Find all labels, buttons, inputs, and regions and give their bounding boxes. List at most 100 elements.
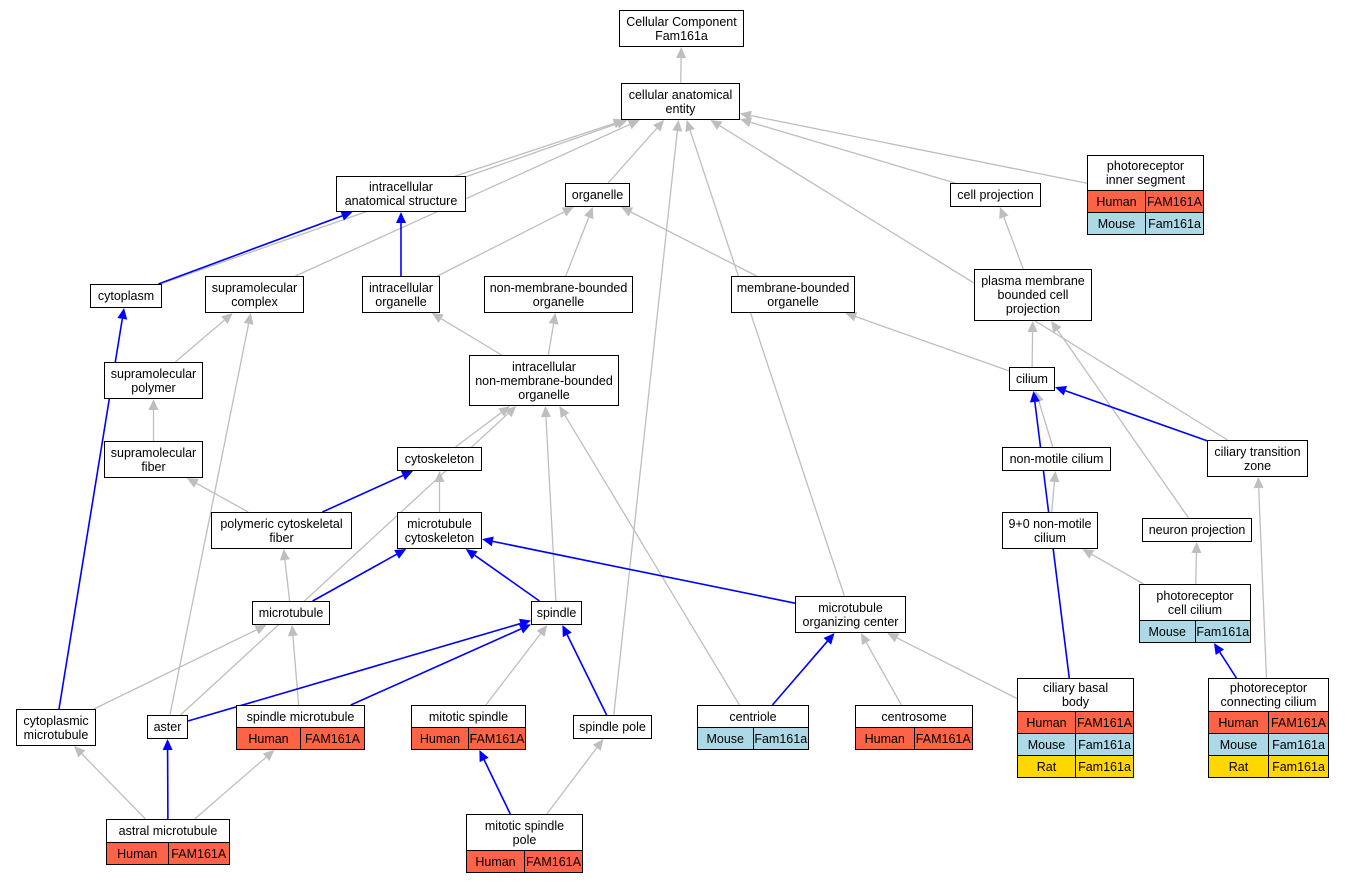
arrowhead-pcf-to-cytoskeleton bbox=[400, 470, 413, 481]
gene-cell: FAM161A bbox=[167, 843, 229, 864]
node-aster[interactable]: aster bbox=[147, 715, 188, 739]
node-intracellular-non-membrane-bounded-organelle[interactable]: intracellular non-membrane-bounded organ… bbox=[469, 355, 619, 406]
node-spindle-pole[interactable]: spindle pole bbox=[573, 715, 652, 739]
arrowhead-microtubule-to-mtcs bbox=[394, 549, 407, 559]
node-label: intracellular anatomical structure bbox=[344, 180, 458, 208]
species-cell: Mouse bbox=[698, 728, 753, 749]
node-label: polymeric cytoskeletal fiber bbox=[220, 516, 343, 545]
node-ciliary-transition-zone[interactable]: ciliary transition zone bbox=[1207, 440, 1308, 477]
species-cell: Human bbox=[1088, 191, 1145, 212]
node-organelle[interactable]: organelle bbox=[565, 183, 630, 207]
edge-is-a-spindle_pole-to-cae bbox=[613, 130, 678, 716]
arrowhead-pcf-to-supra_fiber bbox=[186, 478, 199, 488]
node-plasma-membrane-bounded-cell-projection[interactable]: plasma membrane bounded cell projection bbox=[974, 269, 1092, 321]
node-spindle[interactable]: spindle bbox=[531, 601, 582, 625]
node-microtubule[interactable]: microtubule bbox=[252, 601, 330, 625]
node-label: cell projection bbox=[957, 188, 1034, 202]
arrowhead-pcc-to-neuron_proj bbox=[1191, 542, 1202, 554]
edge-part-of-pcc2-to-pcc bbox=[1219, 651, 1238, 679]
node-microtubule-organizing-center[interactable]: microtubule organizing center bbox=[795, 596, 906, 633]
species-cell: Human bbox=[237, 728, 300, 749]
node-non-motile-cilium[interactable]: non-motile cilium bbox=[1002, 447, 1111, 471]
node-cytoskeleton[interactable]: cytoskeleton bbox=[397, 447, 482, 471]
gene-cell: Fam161a bbox=[1145, 213, 1203, 234]
edge-part-of-microtubule-to-mtcs bbox=[312, 553, 397, 602]
arrowhead-cbb-to-mtoc bbox=[887, 633, 900, 643]
node-membrane-bounded-organelle[interactable]: membrane-bounded organelle bbox=[731, 276, 855, 313]
edge-is-a-mbo-to-organelle bbox=[630, 211, 757, 277]
node-label: mitotic spindle pole bbox=[484, 818, 565, 847]
edge-part-of-spindle_mt-to-spindle bbox=[350, 628, 522, 706]
species-cell: Human bbox=[412, 728, 468, 749]
node-label: spindle microtubule bbox=[246, 709, 355, 724]
node-cytoplasm[interactable]: cytoplasm bbox=[90, 284, 162, 308]
node-label: Cellular Component Fam161a bbox=[626, 14, 737, 43]
node-intracellular-organelle[interactable]: intracellular organelle bbox=[362, 276, 440, 313]
species-cell: Mouse bbox=[1140, 621, 1195, 642]
arrowhead-cyto_mt-to-cytoplasm bbox=[117, 308, 128, 320]
arrowhead-mtoc-to-cae bbox=[685, 120, 695, 133]
edge-is-a-pis-to-cae bbox=[750, 114, 1088, 184]
edge-part-of-aster-to-spindle bbox=[187, 622, 521, 722]
node-label: membrane-bounded organelle bbox=[736, 280, 850, 309]
arrowhead-cbb-to-cilium bbox=[1029, 391, 1040, 403]
edge-is-a-aster-to-supra_complex bbox=[169, 323, 250, 716]
node-supramolecular-polymer[interactable]: supramolecular polymer bbox=[104, 362, 203, 399]
node-label: organelle bbox=[571, 188, 624, 202]
node-cilium[interactable]: cilium bbox=[1009, 367, 1055, 391]
edge-is-a-nonmotile-to-cilium bbox=[1038, 401, 1054, 448]
node-label: 9+0 non-motile cilium bbox=[1008, 516, 1092, 545]
node-supramolecular-complex[interactable]: supramolecular complex bbox=[205, 276, 304, 313]
arrowhead-centriole-to-mtoc bbox=[823, 633, 835, 645]
arrowhead-cell_projection-to-cae bbox=[740, 117, 752, 128]
species-cell: Human bbox=[1209, 712, 1268, 733]
arrowhead-cytoplasm-to-ias bbox=[340, 211, 353, 221]
arrowhead-ctz-to-cae bbox=[710, 120, 723, 131]
node-label: spindle pole bbox=[579, 720, 646, 734]
arrowhead-spindle_mt-to-microtubule bbox=[287, 625, 298, 637]
edge-is-a-ctz-to-cae bbox=[719, 125, 1228, 441]
arrowhead-centriole-to-inmbo bbox=[559, 406, 570, 419]
node-label: photoreceptor connecting cilium bbox=[1220, 681, 1317, 709]
node-label: aster bbox=[153, 720, 182, 734]
node-supramolecular-fiber[interactable]: supramolecular fiber bbox=[104, 441, 203, 478]
arrowhead-cilium-to-pmbcp bbox=[1027, 321, 1038, 333]
gene-cell: FAM161A bbox=[468, 728, 525, 749]
node-label: mitotic spindle bbox=[428, 709, 509, 724]
node-neuron-projection[interactable]: neuron projection bbox=[1142, 518, 1252, 542]
arrowhead-ctz-to-cilium bbox=[1055, 386, 1068, 396]
arrowhead-inmbo-to-nmbo bbox=[548, 313, 559, 325]
arrowhead-spindle_pole-to-cae bbox=[672, 120, 683, 132]
node-intracellular-anatomical-structure[interactable]: intracellular anatomical structure bbox=[336, 176, 466, 212]
arrowhead-pcc2-to-ctz bbox=[1253, 477, 1264, 489]
arrowhead-supra_polymer-to-supra_complex bbox=[221, 313, 233, 324]
node-cytoplasmic-microtubule[interactable]: cytoplasmic microtubule bbox=[16, 709, 96, 746]
node-label: cytoplasmic microtubule bbox=[23, 713, 89, 742]
gene-cell: Fam161a bbox=[1268, 734, 1328, 755]
node-cell-projection[interactable]: cell projection bbox=[950, 183, 1041, 207]
node-non-membrane-bounded-organelle[interactable]: non-membrane-bounded organelle bbox=[484, 276, 633, 313]
node-9-0-non-motile-cilium[interactable]: 9+0 non-motile cilium bbox=[1002, 512, 1098, 549]
arrowhead-microtubule-to-pcf bbox=[279, 549, 290, 561]
node-cellular-component-fam161a[interactable]: Cellular Component Fam161a bbox=[619, 10, 744, 47]
node-label: non-membrane-bounded organelle bbox=[489, 280, 628, 309]
arrowhead-msp-to-spindle_pole bbox=[592, 739, 604, 751]
species-cell: Rat bbox=[1018, 756, 1075, 777]
node-polymeric-cytoskeletal-fiber[interactable]: polymeric cytoskeletal fiber bbox=[211, 512, 352, 549]
node-cellular-anatomical-entity[interactable]: cellular anatomical entity bbox=[621, 83, 740, 120]
node-microtubule-cytoskeleton[interactable]: microtubule cytoskeleton bbox=[397, 512, 482, 549]
edge-is-a-supra_polymer-to-supra_complex bbox=[174, 319, 225, 363]
